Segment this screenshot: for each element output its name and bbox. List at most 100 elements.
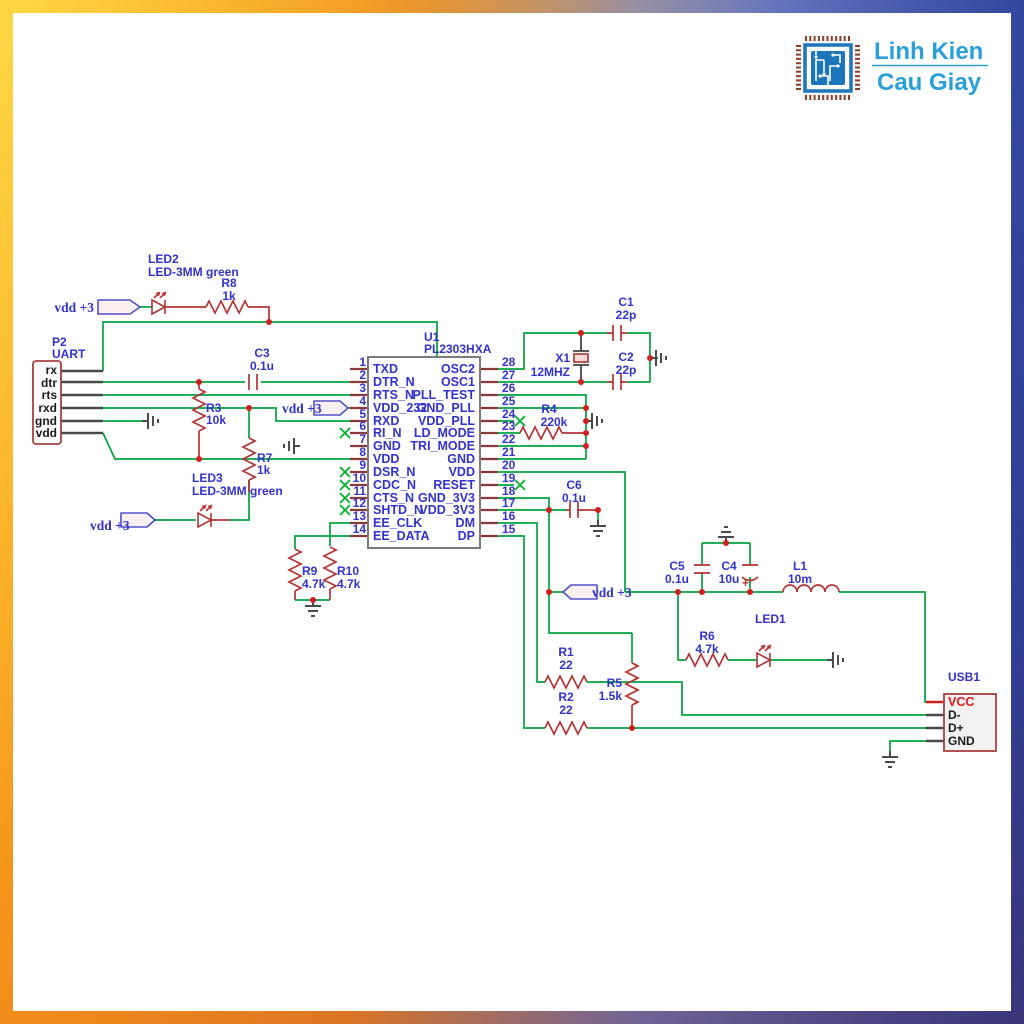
led2-value: LED-3MM green: [148, 265, 239, 279]
capacitor-c4-curved-plate: [741, 576, 759, 582]
svg-text:D+: D+: [948, 721, 964, 735]
r1-ref: R1: [558, 645, 574, 659]
c3-value: 0.1u: [250, 359, 274, 373]
resistor-r2: [544, 721, 588, 735]
led3-symbol[interactable]: [197, 503, 214, 528]
svg-text:DM: DM: [456, 516, 475, 530]
r8-ref: R8: [221, 276, 237, 290]
led1-ref: LED1: [755, 612, 786, 626]
u1-part: PL2303HXA: [424, 342, 492, 356]
p2-ref: P2: [52, 335, 67, 349]
c5-ref: C5: [669, 559, 685, 573]
svg-text:8: 8: [359, 445, 366, 459]
r5-value: 1.5k: [599, 689, 623, 703]
svg-text:GND_PLL: GND_PLL: [417, 401, 476, 415]
svg-text:rx: rx: [46, 363, 58, 377]
c1-ref: C1: [618, 295, 634, 309]
usb1-ref: USB1: [948, 670, 980, 684]
connector-pin-stubs: [61, 369, 944, 743]
svg-text:24: 24: [502, 407, 516, 421]
l1-value: 10m: [788, 572, 812, 586]
vdd-label-1: vdd +3: [54, 300, 94, 315]
c4-ref: C4: [721, 559, 737, 573]
svg-text:18: 18: [502, 484, 516, 498]
connector-usb1-body[interactable]: [943, 693, 997, 752]
svg-text:EE_CLK: EE_CLK: [373, 516, 422, 530]
vdd-label-2: vdd +3: [282, 401, 322, 416]
c6-ref: C6: [566, 478, 582, 492]
svg-text:14: 14: [353, 522, 367, 536]
svg-text:28: 28: [502, 355, 516, 369]
svg-text:CDC_N: CDC_N: [373, 478, 416, 492]
svg-text:23: 23: [502, 419, 516, 433]
resistor-r5: [625, 662, 639, 706]
resistor-r1: [544, 675, 588, 689]
ground-icon: [589, 519, 607, 537]
ic-u1-body[interactable]: [367, 356, 481, 549]
vdd-label-4: vdd +3: [592, 585, 632, 600]
x1-ref: X1: [555, 351, 570, 365]
svg-text:10: 10: [353, 471, 367, 485]
junction-dots: [196, 319, 753, 731]
crystal-x1[interactable]: [573, 333, 589, 382]
svg-text:TXD: TXD: [373, 362, 398, 376]
svg-text:EE_DATA: EE_DATA: [373, 529, 430, 543]
vdd-flag-led3: [120, 512, 156, 528]
usb1-pin-labels: VCC D- D+ GND: [948, 695, 975, 748]
ground-icon: [881, 750, 899, 768]
svg-text:5: 5: [359, 407, 366, 421]
svg-text:15: 15: [502, 522, 516, 536]
svg-text:RI_N: RI_N: [373, 426, 401, 440]
svg-text:rxd: rxd: [38, 401, 57, 415]
svg-text:25: 25: [502, 394, 516, 408]
logo-line1: Linh Kien: [874, 38, 983, 65]
svg-text:26: 26: [502, 381, 516, 395]
svg-text:13: 13: [353, 509, 367, 523]
ground-icon: [283, 437, 301, 455]
svg-text:RTS_N: RTS_N: [373, 388, 414, 402]
svg-text:9: 9: [359, 458, 366, 472]
led2-symbol[interactable]: [151, 290, 168, 315]
svg-text:dtr: dtr: [41, 376, 57, 390]
svg-text:22: 22: [502, 432, 516, 446]
r6-value: 4.7k: [695, 642, 719, 656]
c2-value: 22p: [616, 363, 637, 377]
svg-text:DSR_N: DSR_N: [373, 465, 415, 479]
u1-left-pin-numbers: 1 2 3 4 5 6 7 8 9 10 11 12 13 14: [353, 355, 367, 536]
svg-text:6: 6: [359, 419, 366, 433]
c2-ref: C2: [618, 350, 634, 364]
svg-text:TRI_MODE: TRI_MODE: [410, 439, 475, 453]
logo[interactable]: Linh Kien Cau Giay: [796, 36, 989, 100]
led1-symbol[interactable]: [756, 643, 773, 668]
r10-ref: R10: [337, 564, 359, 578]
svg-text:4: 4: [359, 394, 366, 408]
r9-value: 4.7k: [302, 577, 326, 591]
svg-text:gnd: gnd: [35, 414, 57, 428]
svg-text:VDD_232: VDD_232: [373, 401, 427, 415]
r3-ref: R3: [206, 401, 222, 415]
schematic-canvas: [13, 13, 1011, 1011]
svg-text:17: 17: [502, 496, 516, 510]
svg-text:PLL_TEST: PLL_TEST: [412, 388, 475, 402]
logo-line2: Cau Giay: [877, 69, 982, 96]
led3-value: LED-3MM green: [192, 484, 283, 498]
ic-pin-stubs: [350, 367, 498, 538]
component-labels: LED2 LED-3MM green R8 1k P2 UART C3 0.1u…: [52, 252, 980, 717]
svg-text:21: 21: [502, 445, 516, 459]
x1-value: 12MHZ: [531, 365, 570, 379]
p2-pin-labels: rx dtr rts rxd gnd vdd: [35, 363, 57, 440]
connector-p2-body[interactable]: [32, 360, 62, 445]
c6-value: 0.1u: [562, 491, 586, 505]
svg-text:19: 19: [502, 471, 516, 485]
svg-text:OSC2: OSC2: [441, 362, 475, 376]
wires: [102, 306, 926, 757]
vdd-flag-3v3: [562, 584, 598, 600]
r2-value: 22: [559, 703, 573, 717]
svg-text:3: 3: [359, 381, 366, 395]
r4-ref: R4: [541, 402, 557, 416]
r7-ref: R7: [257, 451, 273, 465]
p2-name: UART: [52, 347, 86, 361]
svg-text:VDD: VDD: [449, 465, 475, 479]
